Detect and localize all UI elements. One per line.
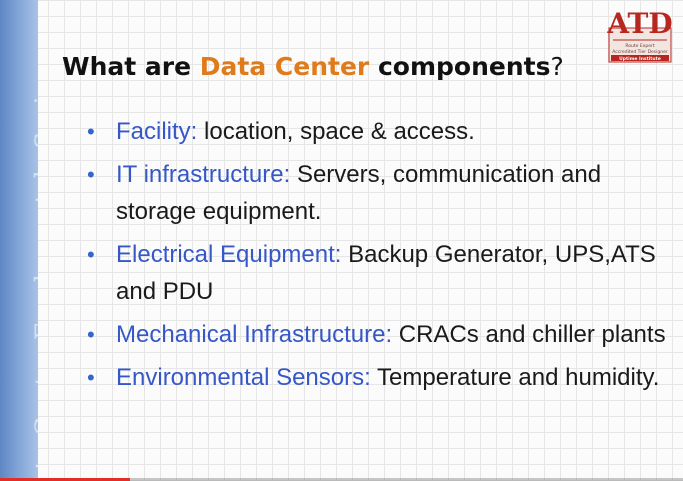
bullet-dot-icon: • [87, 242, 95, 267]
bullet-text: Backup Generator, UPS,ATS and PDU [116, 241, 656, 305]
title-before: What are [62, 52, 200, 81]
logo-tagline: Uptime Institute [619, 56, 661, 62]
list-item-facility: • Facility: location, space & access. [84, 113, 674, 150]
bullet-dot-icon: • [87, 322, 95, 347]
series-side-band: ata Center Fundamentals Series [0, 0, 38, 481]
bullet-text: location, space & access. [197, 118, 475, 145]
bullet-dot-icon: • [87, 119, 95, 144]
atd-logo: ATD Route Expert Accredited Tier Designe… [606, 7, 673, 63]
list-item-mechanical-infrastructure: • Mechanical Infrastructure: CRACs and ch… [84, 316, 674, 353]
logo-small-line-1: Route Expert [625, 43, 654, 49]
bullet-term: Mechanical Infrastructure: [116, 321, 393, 348]
logo-small-line-2: Accredited Tier Designer [612, 49, 668, 55]
bullet-term: IT infrastructure: [116, 161, 291, 188]
component-list: • Facility: location, space & access. • IT… [84, 113, 674, 402]
bullet-text: Temperature and humidity. [370, 364, 660, 391]
list-item-electrical-equipment: • Electrical Equipment: Backup Generator,… [84, 236, 674, 310]
list-item-environmental-sensors: • Environmental Sensors: Temperature and … [84, 359, 674, 396]
bullet-term: Electrical Equipment: [116, 241, 342, 268]
bullet-dot-icon: • [87, 365, 95, 390]
bullet-term: Facility: [116, 118, 198, 145]
video-progress-bar[interactable] [0, 478, 683, 481]
slide-title: What are Data Center components? [62, 52, 564, 81]
bullet-dot-icon: • [87, 162, 95, 187]
video-progress-fill [0, 478, 130, 481]
bullet-text: CRACs and chiller plants [392, 321, 666, 348]
list-item-it-infrastructure: • IT infrastructure: Servers, communicati… [84, 156, 674, 230]
title-question-mark: ? [550, 52, 564, 81]
logo-letters: ATD [606, 7, 672, 40]
title-after: components [369, 52, 551, 81]
series-vertical-title: ata Center Fundamentals Series [30, 68, 38, 481]
title-accent: Data Center [199, 52, 370, 81]
bullet-term: Environmental Sensors: [116, 364, 371, 391]
bullet-text: Servers, communication and storage equip… [116, 161, 602, 225]
